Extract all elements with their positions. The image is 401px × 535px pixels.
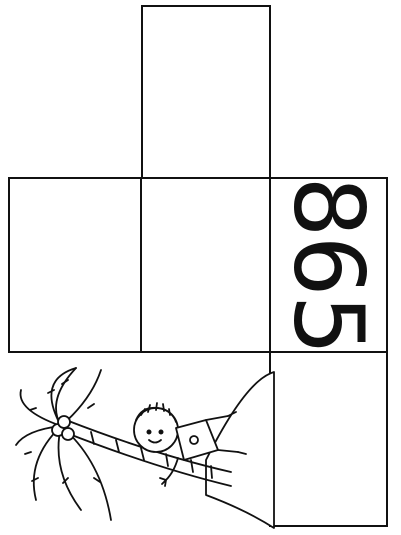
palm-tree-island-kid-icon (6, 360, 276, 532)
empty-box-top (141, 5, 271, 180)
empty-box-left (8, 177, 143, 353)
empty-box-bottom (269, 351, 388, 527)
number-label: 865 (281, 176, 377, 353)
empty-box-center (140, 177, 271, 353)
number-box: 865 (269, 177, 388, 353)
